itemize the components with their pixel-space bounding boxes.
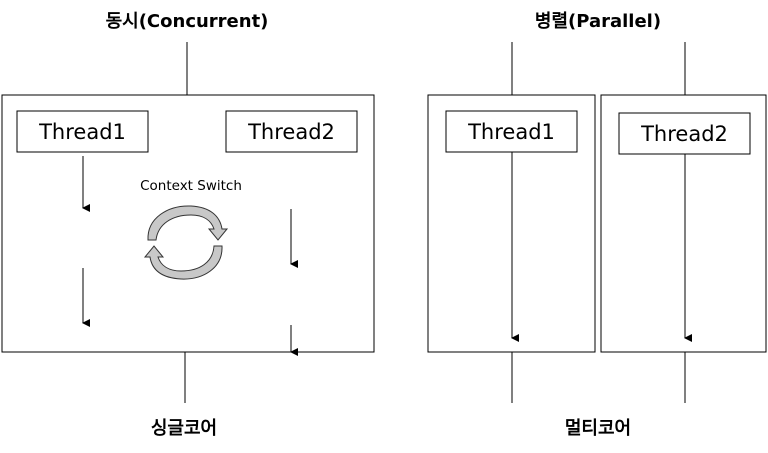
- parallel-title: 병렬(Parallel): [535, 10, 661, 32]
- thread2-box: [225, 110, 358, 153]
- concurrent-title: 동시(Concurrent): [106, 11, 269, 32]
- parallel-thread1-box: [445, 110, 578, 153]
- single-core-label: 싱글코어: [151, 418, 217, 439]
- thread1-box: [16, 110, 149, 153]
- multi-core-label: 멀티코어: [565, 418, 631, 439]
- context-switch-label: Context Switch: [140, 178, 242, 194]
- concurrent-section: 동시(Concurrent) Thread1 Thread2 Context S…: [1, 11, 375, 439]
- parallel-thread2-box: [618, 112, 751, 155]
- thread2-label: Thread2: [247, 120, 335, 144]
- parallel-thread2-label: Thread2: [640, 122, 728, 146]
- context-switch-cycle-icon: [143, 205, 229, 280]
- thread1-label: Thread1: [38, 120, 126, 144]
- parallel-thread1-label: Thread1: [467, 120, 555, 144]
- parallel-section: 병렬(Parallel) Thread1 Thread2 멀티코어: [427, 10, 767, 439]
